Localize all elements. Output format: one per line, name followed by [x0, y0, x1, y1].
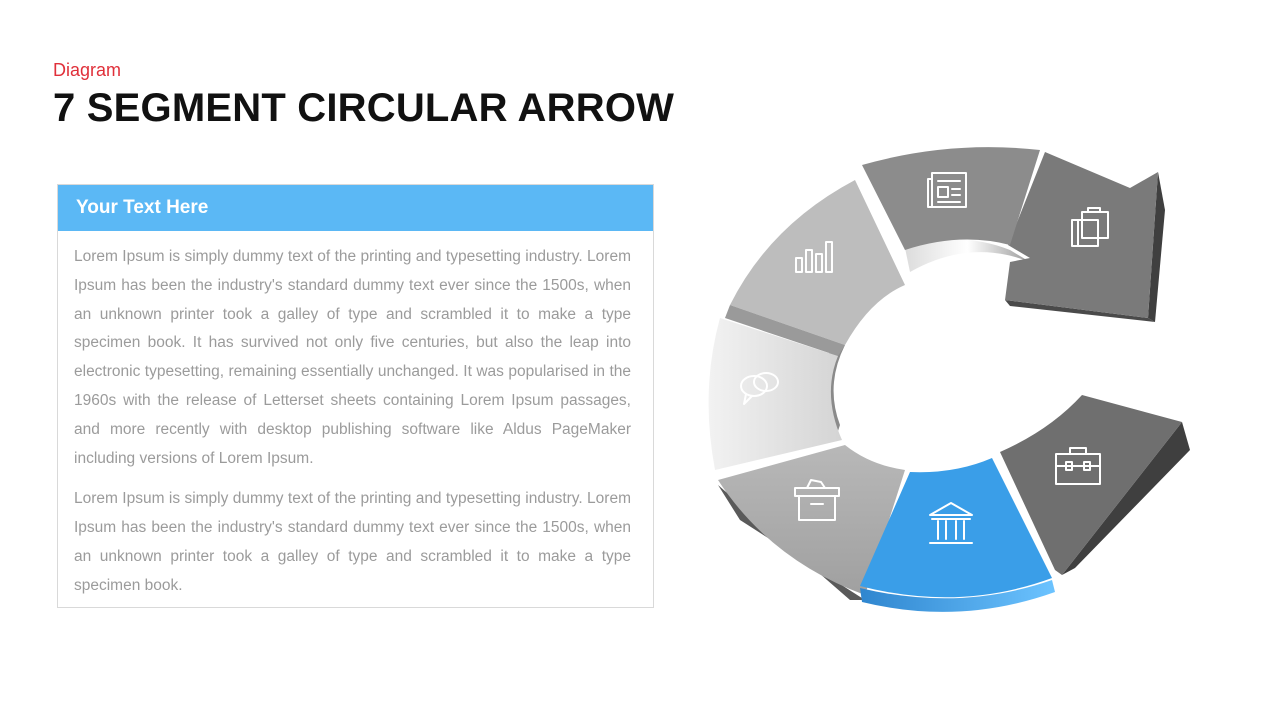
ring-inner-wall [905, 239, 1030, 272]
luggage-icon [1071, 207, 1109, 247]
segment-briefcase[interactable] [1000, 395, 1190, 575]
slide-title: 7 SEGMENT CIRCULAR ARROW [53, 86, 675, 130]
box-icon [794, 479, 840, 521]
chat-bubbles-icon [740, 372, 779, 405]
segment-bank[interactable] [860, 458, 1055, 612]
text-box-body: Lorem Ipsum is simply dummy text of the … [58, 231, 653, 601]
body-paragraph-2: Lorem Ipsum is simply dummy text of the … [74, 490, 631, 594]
briefcase-icon [1055, 447, 1101, 485]
segment-newspaper[interactable] [862, 147, 1040, 250]
bar-chart-icon [795, 241, 833, 273]
body-paragraph-1: Lorem Ipsum is simply dummy text of the … [74, 248, 631, 467]
slide-kicker: Diagram [53, 60, 122, 80]
segment-bar-chart[interactable] [725, 180, 905, 356]
bank-icon [929, 502, 973, 544]
segment-chat[interactable] [708, 318, 842, 470]
segment-luggage[interactable] [1005, 152, 1165, 322]
text-box-heading: Your Text Here [58, 185, 653, 231]
newspaper-icon [927, 172, 967, 208]
segment-box[interactable] [718, 445, 905, 600]
text-box: Your Text Here Lorem Ipsum is simply dum… [57, 184, 654, 608]
